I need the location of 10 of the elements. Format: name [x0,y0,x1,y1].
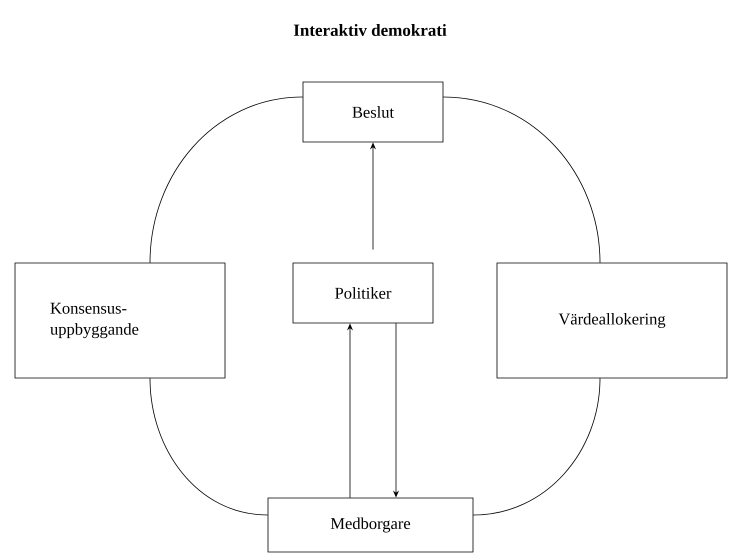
connector-line [150,378,268,516]
process-box: Medborgare [268,498,474,552]
process-box: Värdeallokering [496,262,728,378]
title: Interaktiv demokrati [294,24,446,36]
connector-line [150,96,303,263]
connector-line [473,378,600,516]
process-box: Beslut [302,82,444,142]
connector-line [443,96,600,263]
process-box: Konsensus- uppbyggande [14,262,226,378]
process-box: Politiker [292,262,434,324]
